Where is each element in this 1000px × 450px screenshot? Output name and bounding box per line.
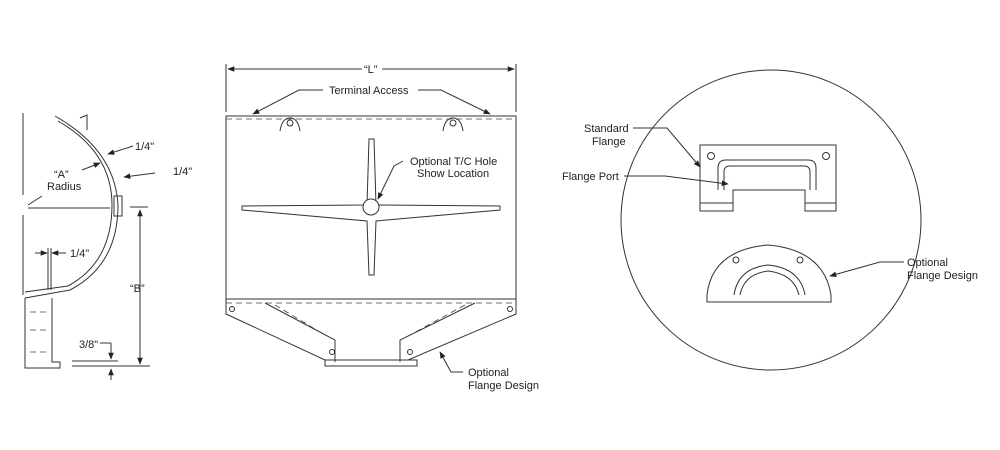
- heater-end-circle: [620, 69, 922, 371]
- tc-hole: [362, 198, 380, 216]
- gap-label: 1/4": [70, 248, 89, 260]
- flange-port-label: Flange Port: [562, 171, 619, 183]
- optional-flange: [225, 299, 517, 367]
- inner-shell-arc: [24, 120, 113, 293]
- front-view: “L” Terminal Access Optional T/C Hole Sh…: [225, 64, 539, 392]
- optional-flange-label: Optional: [468, 367, 509, 379]
- terminal-lug: [442, 117, 464, 132]
- standard-flange-label: Flange: [592, 136, 626, 148]
- standard-flange: [699, 144, 837, 212]
- wall-thickness-label: 1/4": [173, 166, 192, 178]
- terminal-access-label: Terminal Access: [329, 85, 409, 97]
- offset-label: 3/8": [79, 339, 98, 351]
- a-label: “A”: [54, 169, 69, 181]
- heater-body: [225, 115, 517, 300]
- radius-label: Radius: [47, 181, 82, 193]
- tc-hole-label: Show Location: [417, 168, 489, 180]
- end-view: Standard Flange Flange Port Optional Fla…: [562, 69, 978, 371]
- optional-flange-end-label: Flange Design: [907, 270, 978, 282]
- optional-flange-design: [706, 244, 832, 303]
- outer-shell-arc: [24, 115, 119, 299]
- side-view: 1/4" 1/4" “A” Radius 1/4" “B” 3/8": [22, 113, 192, 380]
- optional-flange-label: Flange Design: [468, 380, 539, 392]
- length-label: “L”: [364, 64, 378, 76]
- optional-flange-end-label: Optional: [907, 257, 948, 269]
- terminal-lug: [279, 117, 301, 132]
- standard-flange-label: Standard: [584, 123, 629, 135]
- mounting-bracket: [24, 298, 61, 369]
- tc-hole-label: Optional T/C Hole: [410, 156, 497, 168]
- b-label: “B”: [130, 283, 145, 295]
- wall-thickness-label: 1/4": [135, 141, 154, 153]
